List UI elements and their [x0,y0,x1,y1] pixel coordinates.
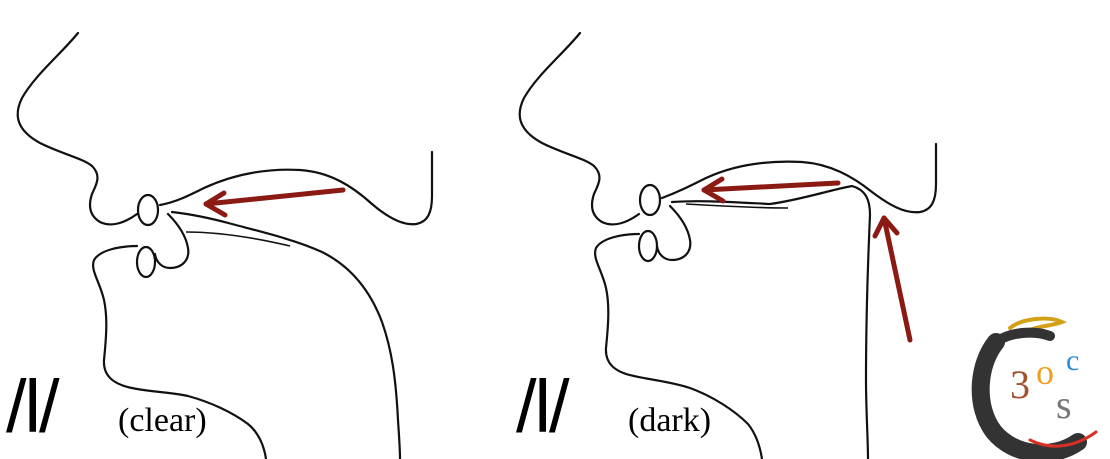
logo-glyph-o: o [1036,352,1054,392]
logo-glyph-3: 3 [1010,362,1030,407]
arrow-tongue-back-dark [875,218,910,340]
lower-lip-dark [639,231,657,261]
qualifier-label-dark: (dark) [628,404,711,438]
head-profile-clear [18,33,432,459]
nose-outline-clear [18,33,137,224]
lower-lip-contour-clear [155,214,188,268]
qualifier-label-clear: (clear) [118,404,207,438]
arrow-tongue-tip-dark [704,179,838,201]
palate-roof-clear [160,152,432,224]
upper-lip-dark [640,185,660,215]
arrow-tongue-tip-clear [206,190,343,215]
logo-glyph-c: c [1066,344,1079,377]
logo-graphic: 3 o c s [970,314,1110,459]
upper-lip-clear [138,195,158,225]
watermark-logo: 3 o c s [970,314,1110,459]
head-profile-dark [520,33,936,459]
lower-lip-clear [137,247,155,277]
phoneme-label-clear: /l/ [6,370,58,444]
lower-lip-contour-dark [657,206,690,260]
nose-outline-dark [520,33,639,224]
phoneme-label-dark: /l/ [516,370,568,444]
throat-line-clear [186,232,290,246]
logo-glyph-s: s [1056,382,1072,427]
